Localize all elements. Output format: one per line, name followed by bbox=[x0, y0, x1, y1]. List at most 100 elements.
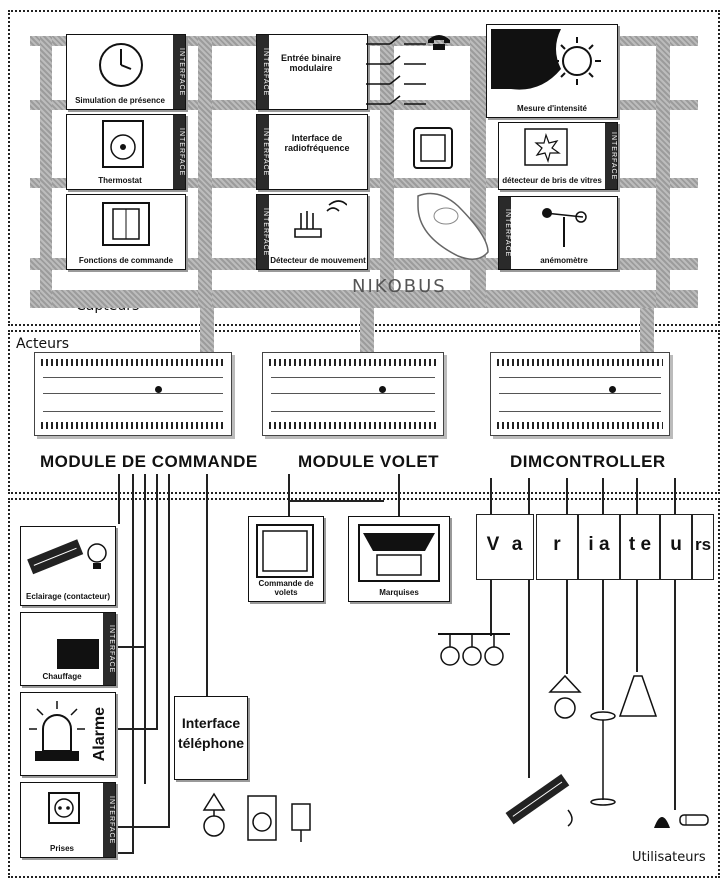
sensor-anemometre: INTERFACE anémomètre bbox=[498, 196, 618, 270]
clock-icon bbox=[99, 43, 143, 87]
bus-vertical-right bbox=[656, 36, 670, 308]
module-de-commande-device bbox=[34, 352, 232, 436]
bus-drop-left bbox=[200, 308, 214, 360]
phone-icon bbox=[428, 35, 450, 50]
light-fixture-icon bbox=[27, 539, 107, 575]
user-label: Marquises bbox=[379, 588, 419, 597]
sensor-label: Simulation de présence bbox=[75, 96, 165, 105]
sensor-thermostat: INTERFACE Thermostat bbox=[66, 114, 186, 190]
variateur-letter: e bbox=[640, 534, 652, 555]
anemometer-icon bbox=[542, 208, 587, 247]
awning-icon bbox=[358, 524, 440, 582]
appliances-icon bbox=[202, 792, 311, 842]
dimcontroller-title: DIMCONTROLLER bbox=[510, 452, 666, 471]
sensor-label: Détecteur de mouvement bbox=[270, 256, 366, 265]
variateur-letter: r bbox=[553, 534, 561, 555]
user-label: Prises bbox=[49, 844, 75, 853]
switch-icon bbox=[102, 202, 150, 246]
user-label: Chauffage bbox=[42, 672, 82, 681]
variateur-box-6: rs bbox=[692, 514, 714, 580]
sensor-label: anémomètre bbox=[540, 256, 588, 265]
variateur-letter: s bbox=[701, 535, 712, 554]
nikobus-label: NIKOBUS bbox=[352, 276, 447, 297]
utilisateurs-label: Utilisateurs bbox=[632, 850, 706, 865]
binary-contacts-icon bbox=[366, 35, 426, 105]
acteurs-label: Acteurs bbox=[16, 336, 70, 352]
user-alarme: Alarme bbox=[20, 692, 116, 776]
alarm-light-icon bbox=[29, 701, 85, 761]
variateur-letter: u bbox=[670, 534, 682, 555]
interface-telephone-line1: Interface bbox=[181, 715, 241, 731]
sensor-detecteur-mouvement: INTERFACE Détecteur de mouvement bbox=[256, 194, 368, 270]
bus-vertical-1 bbox=[198, 36, 212, 308]
sensor-label: détecteur de bris de vitres bbox=[502, 176, 602, 185]
interface-telephone-box: Interface téléphone bbox=[174, 696, 248, 780]
variateur-letter: a bbox=[511, 534, 523, 555]
window-shutter-icon bbox=[256, 524, 314, 578]
module-volet-device bbox=[262, 352, 444, 436]
user-chauffage: INTERFACE Chauffage bbox=[20, 612, 116, 686]
bus-drop-mid bbox=[360, 308, 374, 360]
user-eclairage: Eclairage (contacteur) bbox=[20, 526, 116, 606]
module-de-commande-title: MODULE DE COMMANDE bbox=[40, 452, 258, 471]
sensor-radiofrequence: INTERFACE Interface de radiofréquence bbox=[256, 114, 368, 190]
dimcontroller-device bbox=[490, 352, 670, 436]
pendant-lamp-icon bbox=[618, 675, 658, 717]
sensor-simulation-presence: INTERFACE Simulation de présence bbox=[66, 34, 186, 110]
interface-telephone-line2: téléphone bbox=[177, 735, 245, 751]
interface-tag: INTERFACE bbox=[103, 613, 115, 685]
variateur-box-3: i a bbox=[578, 514, 620, 580]
variateur-box-4: t e bbox=[620, 514, 660, 580]
sensor-label: Entrée binaire modulaire bbox=[280, 53, 342, 73]
remote-control-icon bbox=[417, 192, 489, 260]
sensor-bris-vitres: INTERFACE détecteur de bris de vitres bbox=[498, 122, 618, 190]
sun-cloud-icon bbox=[491, 29, 601, 90]
bus-band-bottom bbox=[30, 290, 698, 308]
interface-tag: INTERFACE bbox=[173, 115, 185, 189]
interface-tag: INTERFACE bbox=[605, 123, 617, 189]
variateur-box-5: u bbox=[660, 514, 692, 580]
user-commande-volets: Commande de volets bbox=[248, 516, 324, 602]
sensor-label: Interface de radiofréquence bbox=[284, 133, 350, 153]
user-label: Commande de volets bbox=[258, 579, 314, 597]
variateur-letter: a bbox=[598, 534, 610, 555]
glass-break-icon bbox=[524, 128, 568, 166]
interface-tag: INTERFACE bbox=[257, 195, 269, 269]
wall-switch-icon bbox=[413, 127, 453, 169]
user-prises: INTERFACE Prises bbox=[20, 782, 116, 858]
sensor-label: Mesure d'intensité bbox=[517, 104, 587, 113]
user-label: Alarme bbox=[91, 707, 108, 762]
utilisateurs-section bbox=[8, 498, 720, 878]
variateur-letter: t bbox=[628, 534, 636, 555]
sensor-fonctions-commande: Fonctions de commande bbox=[66, 194, 186, 270]
spotlights-icon bbox=[438, 633, 510, 666]
interface-tag: INTERFACE bbox=[257, 35, 269, 109]
fluorescent-tube-icon bbox=[505, 773, 573, 827]
sensor-label: Fonctions de commande bbox=[78, 256, 174, 265]
bus-vertical-left bbox=[40, 36, 52, 308]
table-lamp-icon bbox=[548, 674, 582, 719]
bus-vertical-3 bbox=[470, 36, 486, 308]
module-volet-title: MODULE VOLET bbox=[298, 452, 440, 471]
interface-tag: INTERFACE bbox=[257, 115, 269, 189]
sensor-entree-binaire: INTERFACE Entrée binaire modulaire bbox=[256, 34, 368, 110]
sensor-mesure-intensite: Mesure d'intensité bbox=[486, 24, 618, 118]
variateur-letter: i bbox=[588, 534, 594, 555]
variateur-letter: r bbox=[694, 535, 702, 554]
hand-wave-icon bbox=[294, 200, 347, 238]
variateur-box-2: r bbox=[536, 514, 578, 580]
thermostat-icon bbox=[102, 120, 144, 168]
heater-icon bbox=[57, 639, 99, 669]
interface-tag: INTERFACE bbox=[173, 35, 185, 109]
variateur-letter: V bbox=[486, 534, 500, 555]
bus-drop-right bbox=[640, 308, 654, 360]
bulb-icon bbox=[654, 814, 709, 828]
socket-icon bbox=[48, 792, 80, 824]
floor-lamp-icon bbox=[590, 711, 616, 806]
interface-tag: INTERFACE bbox=[499, 197, 511, 269]
interface-tag: INTERFACE bbox=[103, 783, 115, 857]
sensor-label: Thermostat bbox=[98, 176, 142, 185]
user-label: Eclairage (contacteur) bbox=[25, 592, 111, 601]
user-marquises: Marquises bbox=[348, 516, 450, 602]
